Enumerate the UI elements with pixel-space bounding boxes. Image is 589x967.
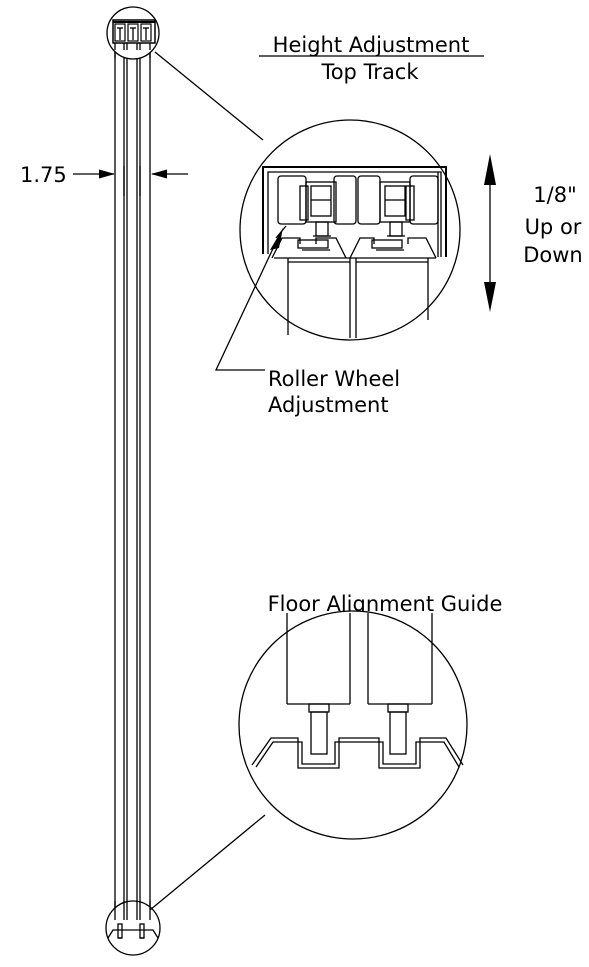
roller-adjustment-label: Adjustment [268,393,389,417]
top-detail-leader [154,51,264,141]
top-track-detail [239,119,461,341]
top-track-detail-circle [106,6,160,60]
vertical-travel-arrow [484,154,496,312]
travel-label-up-or: Up or [525,215,582,239]
top-track-title: Top Track [320,60,419,84]
floor-guide-detail-circle [105,900,161,956]
travel-label-down: Down [523,243,583,267]
floor-alignment-title: Floor Alignment Guide [268,592,503,616]
width-dimension [73,166,188,196]
travel-label-fraction: 1/8" [533,183,576,207]
height-adjustment-title: Height Adjustment [273,33,470,57]
roller-wheel-label: Roller Wheel [268,367,400,391]
roller-wheel-leader [214,239,278,371]
floor-alignment-detail [238,610,468,840]
bottom-detail-leader [149,814,266,911]
dimension-label: 1.75 [20,163,67,187]
door-elevation [114,42,151,908]
